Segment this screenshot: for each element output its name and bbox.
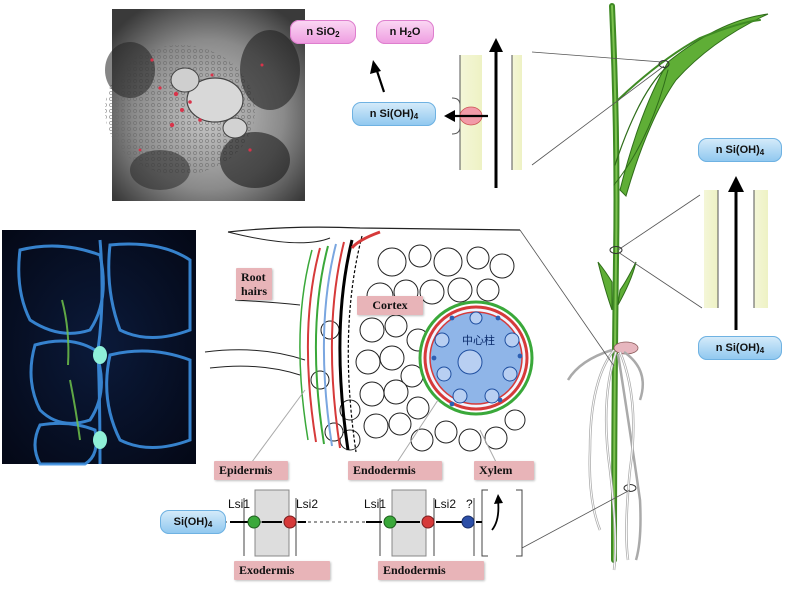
unknown-transporter-label: ?	[466, 497, 473, 511]
root-hairs-label: Root hairs	[236, 268, 273, 300]
epidermis-label: Epidermis	[214, 461, 288, 480]
roots	[566, 348, 644, 571]
exodermis-label: Exodermis	[234, 561, 330, 580]
lsi1-label-exodermis: Lsi1	[228, 497, 251, 511]
endodermis-label-bottom: Endodermis	[378, 561, 484, 580]
cortex-label: Cortex	[357, 296, 423, 315]
rice-plant	[597, 3, 769, 563]
lsi1-label-endodermis: Lsi1	[364, 497, 387, 511]
sioh4-label-bottom: Si(OH)4	[160, 510, 226, 534]
h2o-label: n H2O	[376, 20, 434, 44]
sioh4-label-right-bottom: n Si(OH)4	[698, 336, 782, 360]
sioh4-label-right-top: n Si(OH)4	[698, 138, 782, 162]
sio2-label: n SiO2	[290, 20, 356, 44]
endodermis-label-top: Endodermis	[348, 461, 442, 480]
lsi2-label-endodermis: Lsi2	[434, 497, 457, 511]
sioh4-label-top: n Si(OH)4	[352, 102, 436, 126]
stele-label: 中心柱	[462, 334, 495, 347]
lsi2-label-exodermis: Lsi2	[296, 497, 319, 511]
xylem-label: Xylem	[474, 461, 534, 480]
